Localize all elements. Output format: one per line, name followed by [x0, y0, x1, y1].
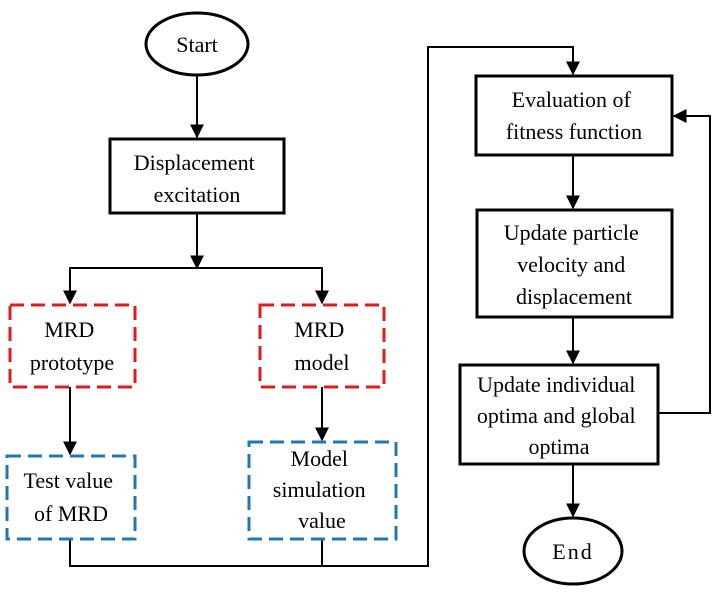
node-model-simulation-label: Model simulation value [273, 446, 371, 533]
edge-feedback-loop [658, 109, 711, 414]
node-update-optima: Update individual optima and global opti… [458, 363, 660, 466]
edge-bottom-merge [69, 46, 580, 567]
node-displacement-excitation: Displacement excitation [108, 137, 286, 215]
edge-split-right [197, 267, 329, 305]
node-test-value: Test value of MRD [5, 454, 137, 541]
connectors [63, 46, 711, 567]
node-mrd-model: MRD model [258, 303, 386, 389]
node-evaluation-fitness-label: Evaluation of fitness function [506, 87, 642, 144]
node-model-simulation: Model simulation value [247, 440, 398, 541]
node-mrd-prototype: MRD prototype [8, 303, 137, 389]
node-start: Start [144, 11, 250, 77]
node-end: End [522, 516, 624, 586]
node-end-label: End [552, 539, 593, 564]
node-test-value-label: Test value of MRD [24, 468, 119, 526]
node-displacement-excitation-label: Displacement excitation [134, 150, 260, 207]
node-update-particle-label: Update particle velocity and displacemen… [504, 220, 645, 309]
node-start-label: Start [176, 32, 218, 57]
node-mrd-prototype-label: MRD prototype [30, 317, 114, 375]
node-update-optima-label: Update individual optima and global opti… [477, 372, 641, 459]
node-evaluation-fitness: Evaluation of fitness function [474, 74, 674, 157]
node-mrd-model-label: MRD model [294, 317, 350, 375]
edge-split-left [63, 267, 197, 305]
node-update-particle: Update particle velocity and displacemen… [475, 208, 674, 319]
